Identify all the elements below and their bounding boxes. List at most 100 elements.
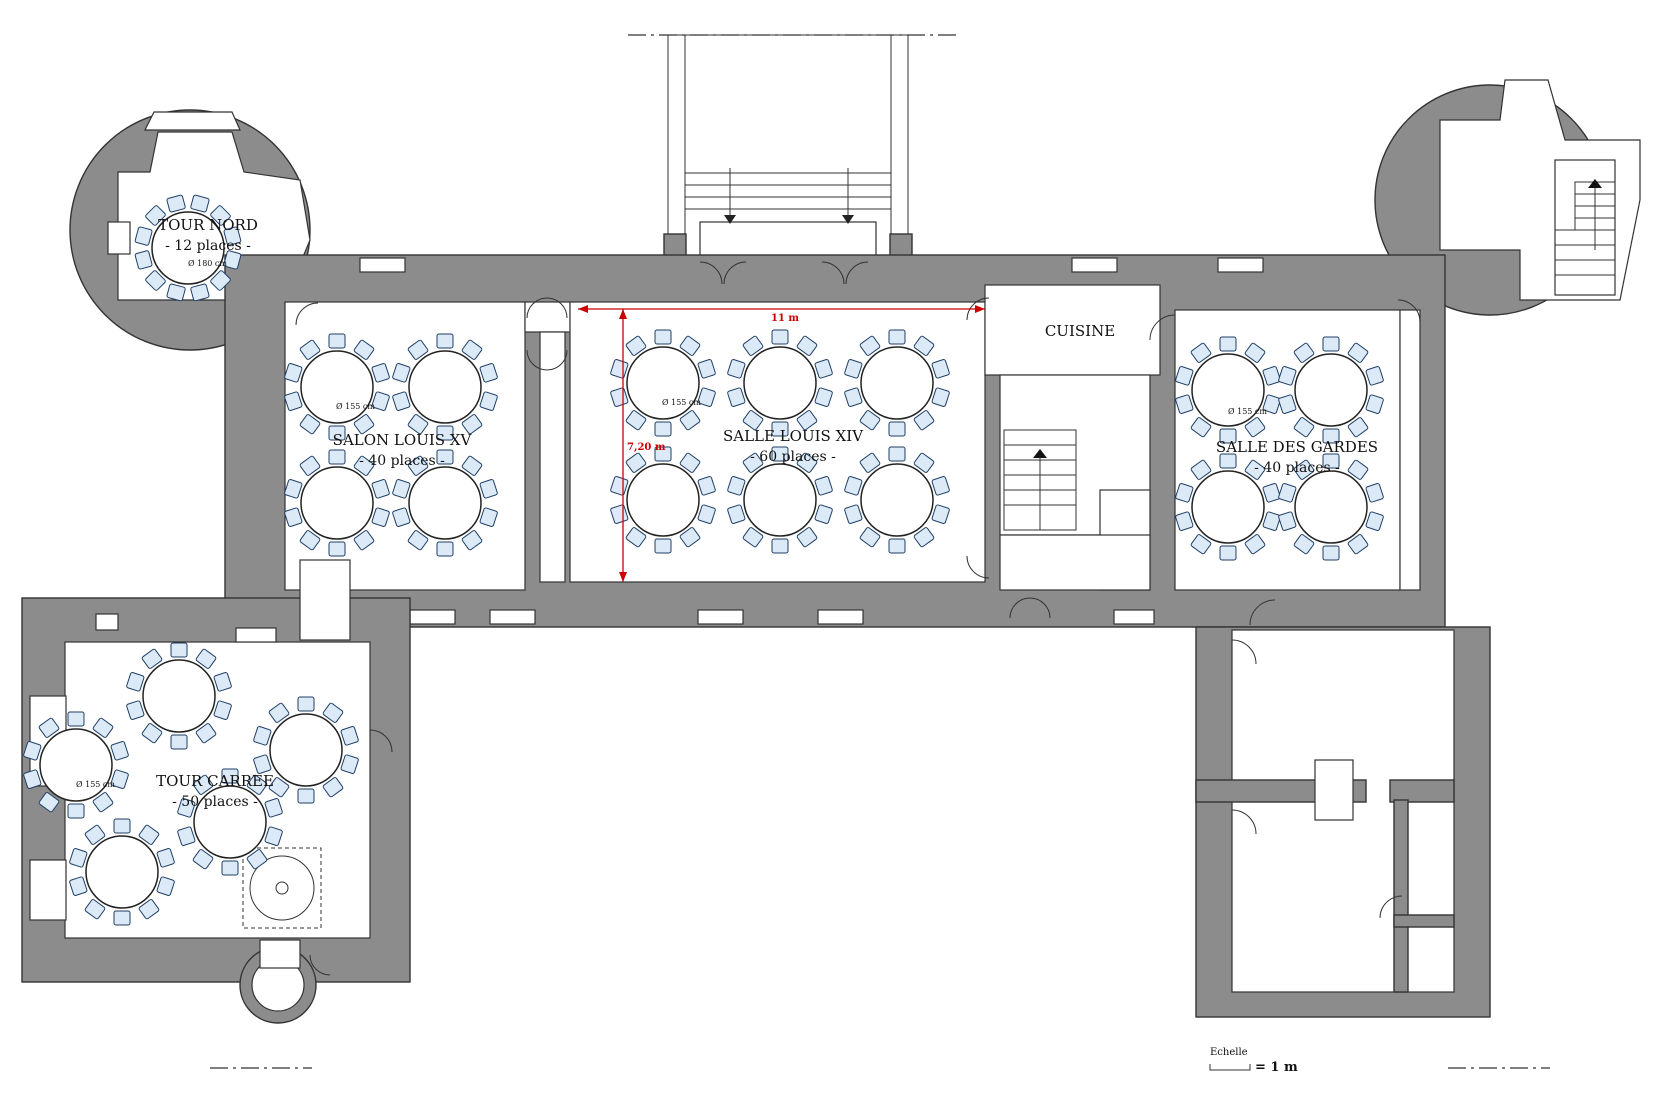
table-top	[743, 463, 817, 537]
chair	[859, 452, 881, 473]
table-top	[626, 463, 700, 537]
table-top	[300, 350, 374, 424]
chair	[796, 527, 818, 548]
chair	[253, 754, 272, 774]
chair	[796, 452, 818, 473]
chair	[844, 504, 863, 524]
chair	[322, 702, 344, 723]
table-top	[85, 835, 159, 909]
east-wing	[1195, 626, 1491, 1018]
chair	[138, 824, 160, 845]
chair	[931, 476, 950, 496]
chair	[742, 452, 764, 473]
chair	[110, 741, 129, 761]
chair	[654, 421, 672, 437]
chair	[110, 769, 129, 789]
chair	[1278, 366, 1297, 386]
chair	[625, 335, 647, 356]
chair	[328, 541, 346, 557]
table-top	[1294, 353, 1368, 427]
chair	[1262, 483, 1281, 503]
chair	[814, 476, 833, 496]
chair	[113, 818, 131, 834]
chair	[371, 479, 390, 499]
salon-louis-xv-name: SALON LOUIS XV	[333, 431, 473, 449]
chair	[1347, 459, 1369, 480]
table-top	[626, 346, 700, 420]
chair	[392, 507, 411, 527]
chair	[888, 329, 906, 345]
chair	[322, 777, 344, 798]
chair	[461, 530, 483, 551]
chair	[1365, 511, 1384, 531]
chair	[436, 541, 454, 557]
tour-nord-table-diameter: Ø 180 cm	[188, 259, 227, 268]
chair	[92, 792, 114, 813]
chair	[253, 726, 272, 746]
chair	[1190, 342, 1212, 363]
cuisine-name: CUISINE	[1045, 322, 1115, 340]
front-steps	[663, 34, 913, 257]
chair	[697, 359, 716, 379]
chair	[931, 387, 950, 407]
chair	[67, 803, 85, 819]
chair	[1293, 534, 1315, 555]
chair	[888, 446, 906, 462]
chair	[479, 507, 498, 527]
salon-louis-xv-table-diameter: Ø 155 cm	[336, 402, 375, 411]
round-table	[844, 446, 950, 554]
chair	[213, 672, 232, 692]
chair	[814, 359, 833, 379]
chair	[742, 410, 764, 431]
chair	[1190, 459, 1212, 480]
table-top	[1294, 470, 1368, 544]
chair	[138, 899, 160, 920]
chair	[1293, 342, 1315, 363]
chair	[223, 250, 242, 270]
chair	[727, 387, 746, 407]
depth-dimension-label: 7,20 m	[627, 442, 666, 453]
chair	[796, 410, 818, 431]
chair	[1262, 511, 1281, 531]
chair	[195, 648, 217, 669]
chair	[190, 283, 210, 302]
chair	[141, 723, 163, 744]
chair	[1190, 534, 1212, 555]
scale-bar: Echelle = 1 m	[1209, 1047, 1298, 1075]
round-table	[727, 446, 833, 554]
chair	[625, 527, 647, 548]
round-table	[392, 333, 498, 441]
chair	[436, 333, 454, 349]
chair	[654, 538, 672, 554]
chair	[461, 414, 483, 435]
room-labels: TOUR NORD - 12 places - Ø 180 cm SALON L…	[76, 216, 1378, 810]
chair	[727, 359, 746, 379]
chair	[844, 359, 863, 379]
chair	[353, 455, 375, 476]
chair	[177, 798, 196, 818]
chair	[371, 363, 390, 383]
round-table	[1175, 336, 1281, 444]
salle-des-gardes-capacity: - 40 places -	[1254, 460, 1340, 476]
chair	[284, 507, 303, 527]
chair	[679, 452, 701, 473]
table-top	[860, 346, 934, 420]
chair	[246, 774, 268, 795]
chair	[771, 446, 789, 462]
chair	[859, 410, 881, 431]
chair	[268, 702, 290, 723]
chair	[1278, 483, 1297, 503]
chair	[145, 205, 166, 226]
table-top	[408, 350, 482, 424]
chair	[340, 726, 359, 746]
salle-des-gardes-table-diameter: Ø 155 cm	[1228, 407, 1267, 416]
round-table	[392, 449, 498, 557]
chair	[407, 530, 429, 551]
chair	[771, 538, 789, 554]
chair	[297, 788, 315, 804]
tour-carree-name: TOUR CARREE	[156, 772, 274, 790]
salon-louis-xv-capacity: - 40 places -	[359, 453, 445, 469]
chair	[1347, 417, 1369, 438]
chair	[1322, 428, 1340, 444]
chair	[407, 414, 429, 435]
